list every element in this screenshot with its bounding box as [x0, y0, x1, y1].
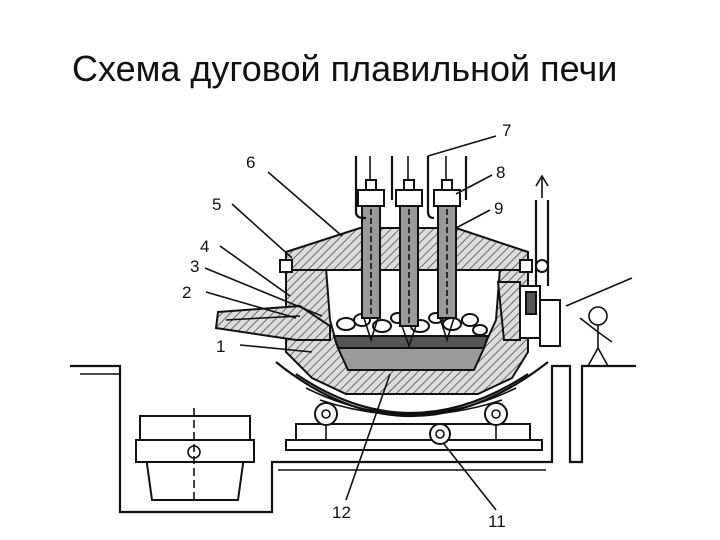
electrodes — [361, 199, 457, 349]
callout-labels: 1 2 3 4 5 6 7 8 9 11 12 — [182, 121, 511, 531]
foundation-pit — [70, 364, 636, 514]
electrode-holders — [357, 179, 461, 207]
label-11: 11 — [488, 512, 506, 531]
label-4: 4 — [200, 237, 209, 256]
label-6: 6 — [246, 153, 255, 172]
page-title: Схема дуговой плавильной печи — [72, 48, 618, 89]
working-door — [496, 174, 561, 347]
label-9: 9 — [494, 199, 503, 218]
label-2: 2 — [182, 283, 191, 302]
leader-lines — [204, 135, 497, 511]
current-leads — [354, 156, 468, 220]
label-12: 12 — [332, 503, 351, 522]
ladle — [135, 408, 255, 501]
label-1: 1 — [216, 337, 225, 356]
spout — [214, 304, 331, 341]
label-3: 3 — [190, 257, 199, 276]
label-8: 8 — [496, 163, 505, 182]
operator-figure — [565, 277, 633, 367]
rollers — [314, 402, 508, 445]
rocker-cradle — [275, 361, 549, 451]
label-5: 5 — [212, 195, 221, 214]
label-7: 7 — [502, 121, 511, 140]
furnace-body — [285, 267, 529, 395]
